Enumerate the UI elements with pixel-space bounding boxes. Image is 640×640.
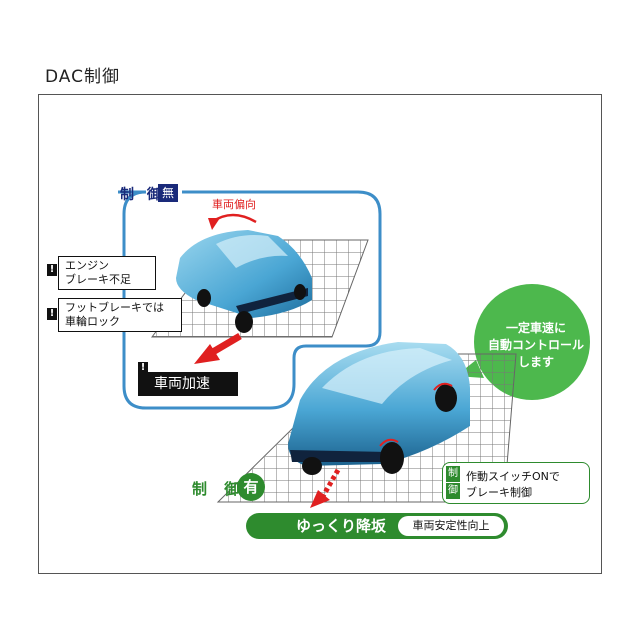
bubble-line: 自動コントロール [487,338,584,352]
diagram-frame [38,94,602,574]
vehicle-accel-label: 車両加速 [138,372,238,396]
switch-tag: 御 [446,483,460,499]
warning-icon: ! [138,362,148,374]
warning-icon: ! [47,264,57,276]
left-panel-border [118,190,382,410]
left-car [176,230,312,333]
switch-tag: 制 [446,466,460,482]
descent-arrow [310,468,341,508]
warning-icon: ! [47,308,57,320]
switch-line: ブレーキ制御 [466,486,532,499]
yaw-label: 車両偏向 [212,198,256,211]
page-title: DAC制御 [45,67,120,87]
warning-line: ブレーキ不足 [65,273,131,286]
control-none-label: 制 御 [120,187,165,203]
control-active-badge: 有 [237,473,265,501]
warning-line: エンジン [65,259,109,272]
switch-line: 作動スイッチONで [466,470,560,483]
stability-label: 車両安定性向上 [398,516,504,536]
engine-brake-warning: エンジン ブレーキ不足 [58,256,156,290]
warning-line: 車輪ロック [65,315,120,328]
bubble-line: します [517,355,554,369]
right-car [288,342,470,475]
bubble-line: 一定車速に [505,321,566,335]
switch-info-box [442,462,590,504]
accel-arrow [194,332,242,364]
control-none-badge: 無 [158,184,178,202]
warning-line: フットブレーキでは [65,301,164,314]
control-active-label: 制 御 [192,480,246,498]
descent-label: ゆっくり降坂 [296,517,387,535]
auto-control-text: 一定車速に 自動コントロール します [476,320,596,371]
wheel-lock-warning: フットブレーキでは 車輪ロック [58,298,182,332]
